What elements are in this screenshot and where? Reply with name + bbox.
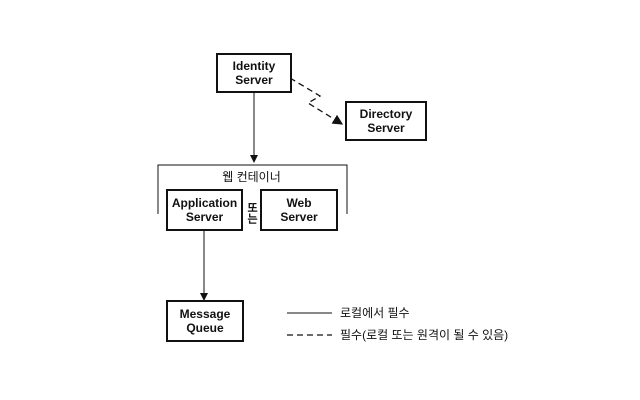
legend-solid-label: 로컬에서 필수 [340,306,410,320]
directory-server-label: Directory Server [359,107,413,135]
legend-dashed-label: 필수(로컬 또는 원격이 될 수 있음) [340,328,509,342]
identity-to-directory-dashed-arrow [289,77,344,125]
web-container-bracket [157,164,348,214]
message-queue-label: Message Queue [179,307,231,335]
identity-server-node: Identity Server [216,53,292,93]
web-server-label: Web Server [280,196,318,224]
or-label: 또는 [245,202,258,224]
web-container-label: 웹 컨테이너 [222,170,281,184]
message-queue-node: Message Queue [166,300,244,342]
application-server-node: Application Server [166,189,243,231]
web-server-node: Web Server [260,189,338,231]
directory-server-node: Directory Server [345,101,427,141]
identity-server-label: Identity Server [232,59,276,87]
application-server-label: Application Server [171,196,238,224]
